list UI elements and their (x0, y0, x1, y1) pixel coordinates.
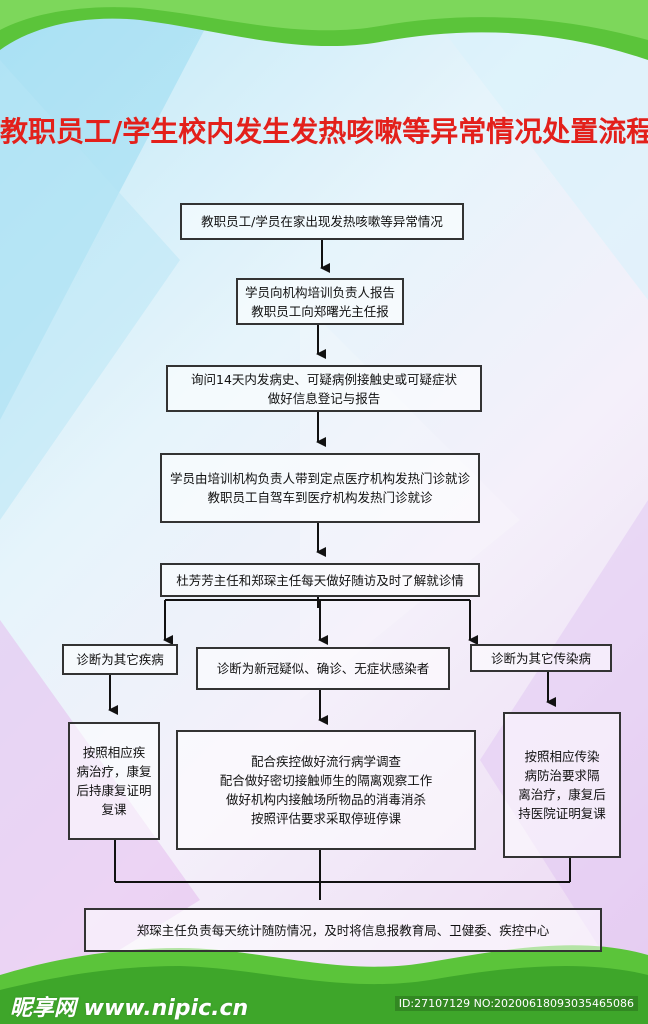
step-home-symptoms: 教职员工/学员在家出现发热咳嗽等异常情况 (180, 203, 464, 240)
page-title: 教职员工/学生校内发生发热咳嗽等异常情况处置流程 (0, 115, 648, 148)
watermark-id: ID:27107129 NO:20200618093035465086 (394, 996, 638, 1011)
diag-other-infectious-text: 诊断为其它传染病 (490, 650, 591, 666)
action-right-line-3: 离治疗，康复后 (518, 787, 606, 802)
step-report: 学员向机构培训负责人报告 教职员工向郑曙光主任报 (236, 278, 404, 325)
step-report-line-2: 教职员工向郑曙光主任报 (251, 303, 389, 319)
step-inquiry-line-2: 做好信息登记与报告 (267, 390, 381, 406)
diag-covid: 诊断为新冠疑似、确诊、无症状感染者 (196, 647, 450, 690)
action-other-disease: 按照相应疾 病治疗，康复 后持康复证明 复课 (68, 722, 160, 840)
step-clinic-line-1: 学员由培训机构负责人带到定点医疗机构发热门诊就诊 (169, 471, 470, 486)
diag-other-disease-text: 诊断为其它疾病 (76, 652, 164, 667)
step-final-report-text: 郑琛主任负责每天统计随防情况，及时将信息报教育局、卫健委、疾控中心 (136, 922, 550, 938)
step-clinic-visit: 学员由培训机构负责人带到定点医疗机构发热门诊就诊 教职员工自驾车到医疗机构发热门… (160, 453, 480, 523)
action-right-line-1: 按照相应传染 (524, 749, 600, 764)
step-report-line-1: 学员向机构培训负责人报告 (244, 284, 395, 300)
watermark-logo: 昵享网 www.nipic.cn (10, 996, 249, 1021)
step-home-symptoms-text: 教职员工/学员在家出现发热咳嗽等异常情况 (201, 214, 443, 229)
action-other-infectious: 按照相应传染 病防治要求隔 离治疗，康复后 持医院证明复课 (503, 712, 621, 858)
action-right-line-4: 持医院证明复课 (518, 806, 606, 821)
action-mid-line-2: 配合做好密切接触师生的隔离观察工作 (219, 773, 433, 788)
step-inquiry-line-1: 询问14天内发病史、可疑病例接触史或可疑症状 (191, 371, 457, 387)
step-final-report: 郑琛主任负责每天统计随防情况，及时将信息报教育局、卫健委、疾控中心 (84, 908, 602, 952)
diag-other-infectious: 诊断为其它传染病 (470, 644, 612, 672)
action-left-line-2: 病治疗，康复 (76, 764, 152, 779)
diag-covid-text: 诊断为新冠疑似、确诊、无症状感染者 (216, 661, 430, 676)
step-inquiry: 询问14天内发病史、可疑病例接触史或可疑症状 做好信息登记与报告 (166, 365, 482, 412)
step-follow-up-text: 杜芳芳主任和郑琛主任每天做好随访及时了解就诊情 (176, 572, 464, 588)
action-covid: 配合疾控做好流行病学调查 配合做好密切接触师生的隔离观察工作 做好机构内接触场所… (176, 730, 476, 850)
action-mid-line-3: 做好机构内接触场所物品的消毒消杀 (225, 792, 426, 807)
step-clinic-line-2: 教职员工自驾车到医疗机构发热门诊就诊 (207, 490, 433, 505)
action-left-line-4: 复课 (101, 802, 127, 817)
action-mid-line-1: 配合疾控做好流行病学调查 (250, 754, 401, 769)
step-follow-up: 杜芳芳主任和郑琛主任每天做好随访及时了解就诊情 (160, 563, 480, 597)
action-left-line-1: 按照相应疾 (82, 745, 146, 760)
action-left-line-3: 后持康复证明 (76, 783, 152, 798)
action-right-line-2: 病防治要求隔 (524, 768, 600, 783)
diag-other-disease: 诊断为其它疾病 (62, 644, 178, 675)
action-mid-line-4: 按照评估要求采取停班停课 (250, 811, 401, 826)
